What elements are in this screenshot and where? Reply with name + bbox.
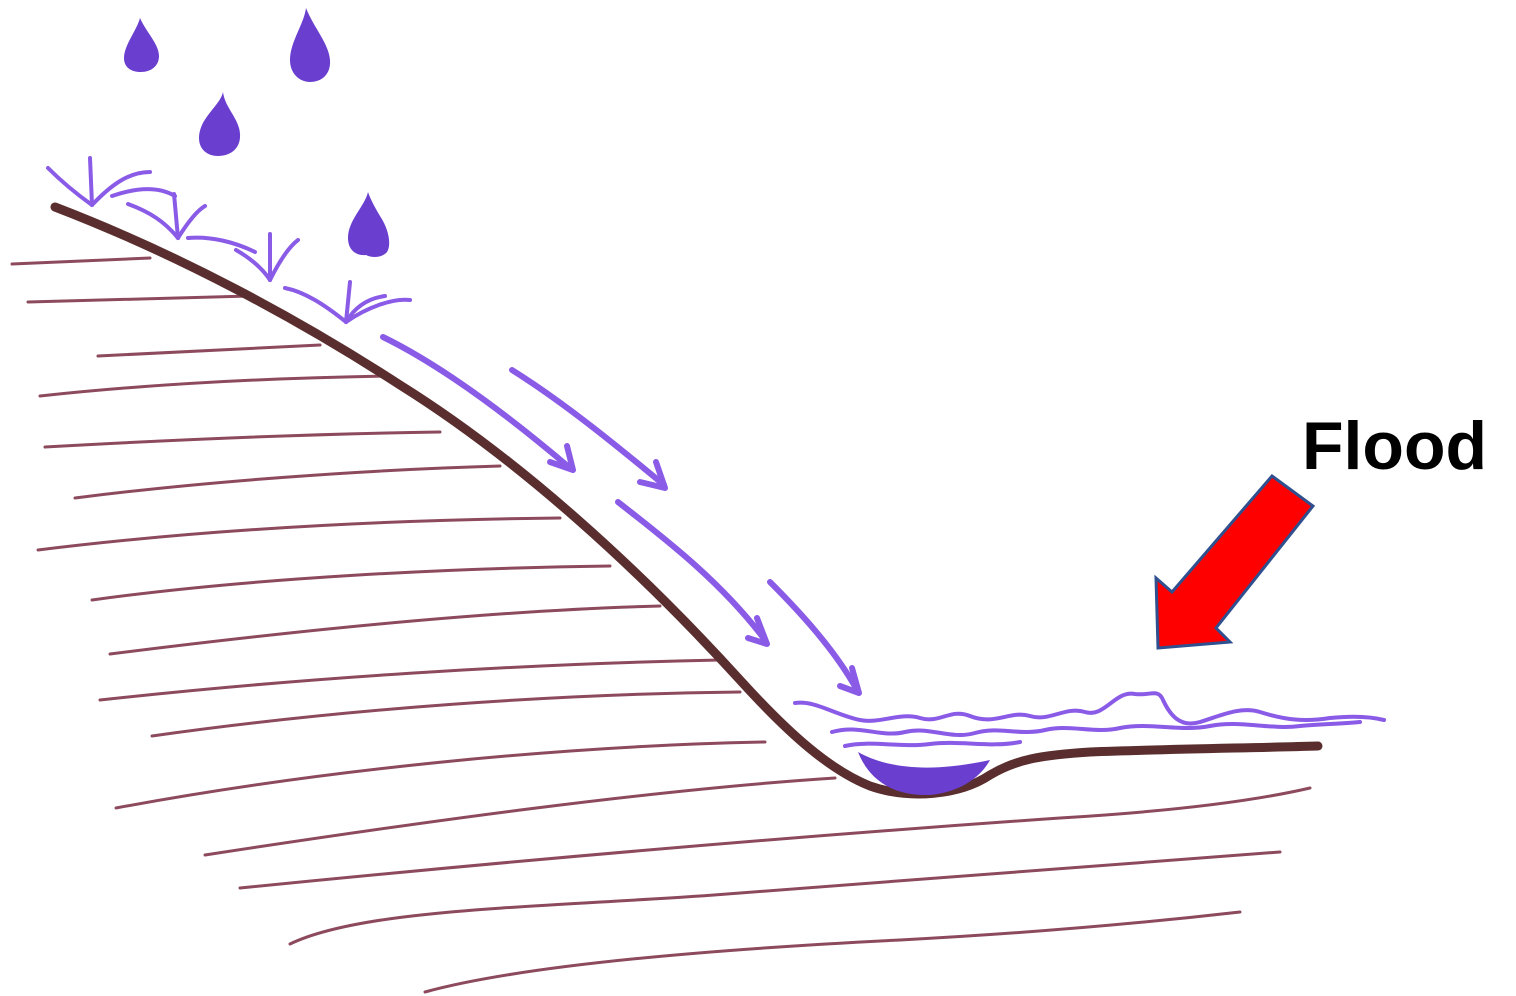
runoff-arrow-icon — [380, 334, 576, 473]
strata-line — [98, 658, 722, 702]
strata-line — [423, 910, 1242, 994]
strata-line — [38, 374, 392, 398]
strata-line — [238, 786, 1312, 890]
strata-line — [73, 464, 502, 500]
pooled-water — [858, 752, 990, 796]
flood-label: Flood — [1302, 408, 1487, 484]
runoff-arrows — [380, 334, 862, 696]
flood-water-lines — [793, 691, 1386, 748]
grass-tuft-icon — [46, 156, 152, 207]
grass-tuft-icon — [110, 187, 207, 240]
runoff-arrow-icon — [509, 367, 668, 491]
strata-line — [150, 690, 742, 738]
flood-pointer-arrow-icon — [1154, 473, 1316, 650]
strata-line — [10, 256, 152, 266]
grass-tufts — [46, 156, 412, 324]
soil-strata-lines — [10, 256, 1312, 994]
strata-line — [288, 850, 1282, 946]
raindrop-icon — [124, 18, 159, 72]
flood-water-line — [843, 740, 1022, 748]
strata-line — [108, 604, 662, 656]
grass-tuft-icon — [186, 232, 300, 282]
grass-tuft-icon — [283, 280, 412, 324]
hillslope-ground-surface — [50, 202, 1323, 799]
raindrop-icon — [199, 92, 241, 156]
strata-line — [203, 776, 837, 857]
flood-water-line — [830, 720, 1362, 738]
strata-line — [96, 343, 322, 358]
raindrop-icon — [348, 192, 390, 257]
strata-line — [36, 516, 562, 552]
strata-line — [90, 564, 612, 602]
raindrop-icon — [290, 8, 331, 82]
runoff-arrow-icon — [767, 579, 862, 696]
strata-line — [114, 740, 767, 810]
strata-line — [26, 294, 252, 304]
strata-line — [43, 430, 442, 449]
raindrops — [124, 8, 390, 257]
flood-water-line — [793, 691, 1386, 726]
runoff-arrow-icon — [615, 499, 770, 647]
